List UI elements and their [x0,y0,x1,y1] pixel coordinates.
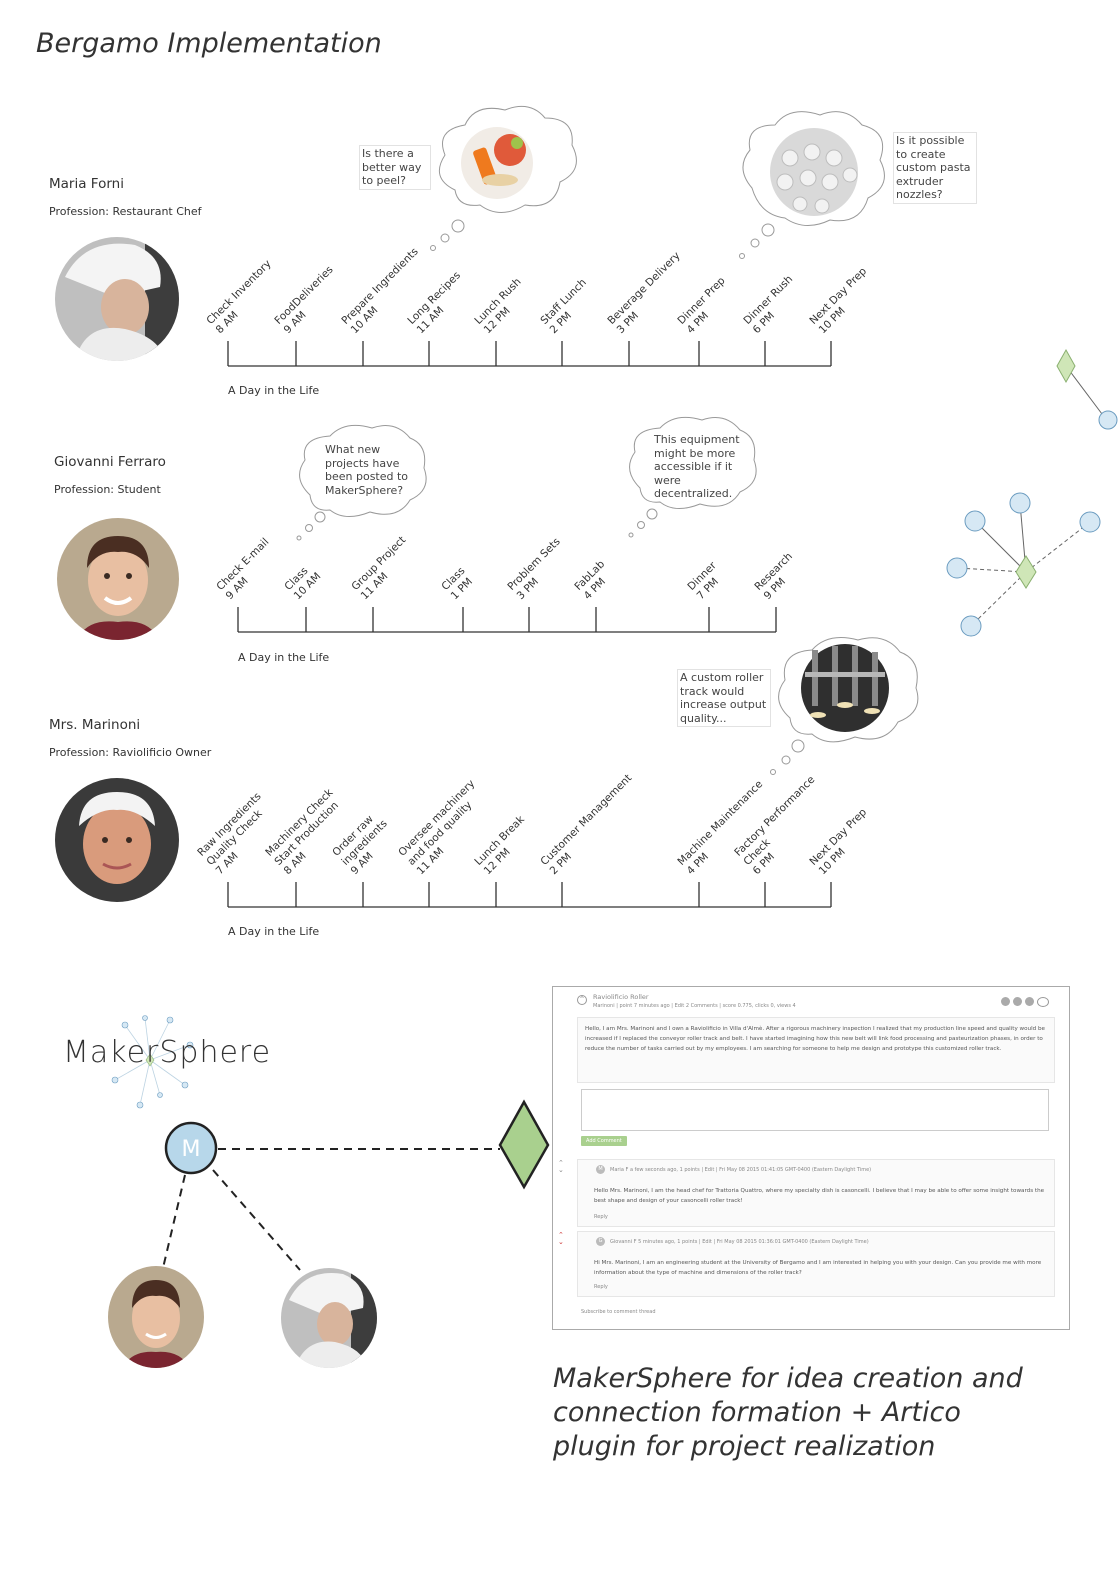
timeline-event-label: FabLab4 PM [572,558,616,602]
timeline-event-label: Raw IngredientsQuality Check7 AM [195,790,282,877]
timeline-event-label: Problem Sets3 PM [505,536,571,602]
thought-cloud-nozzles [739,111,885,259]
commenter-avatar: G [596,1237,605,1246]
add-comment-button[interactable]: Add Comment [581,1136,627,1146]
comment-textarea[interactable] [581,1089,1049,1131]
persona-name: Maria Forni [49,176,124,192]
timeline-event-label: Next Day Prep10 PM [807,806,878,877]
thought-peel: Is there a better way to peel? [359,145,431,190]
thought-roller: A custom roller track would increase out… [677,669,771,727]
forum-panel: ^ Raviolificio Roller Marinoni | point 7… [552,986,1070,1330]
persona-name: Giovanni Ferraro [54,454,166,470]
post-actions [1001,997,1049,1007]
comment: ⌃⌄ G Giovanni F 5 minutes ago, 1 points … [558,1231,1055,1297]
timeline-event-label: Long Recipes11 AM [405,269,472,336]
vote-arrows-icon[interactable]: ⌃⌄ [558,1159,564,1174]
persona-name: Mrs. Marinoni [49,717,141,733]
timeline-event-label: Check E-mail9 AM [214,536,280,602]
post: ^ Raviolificio Roller Marinoni | point 7… [577,993,1055,1083]
day-label: A Day in the Life [228,384,319,397]
thought-cloud-decentralized [628,416,757,538]
vote-arrows-icon[interactable]: ⌃⌄ [558,1231,564,1246]
commenter-avatar: M [596,1165,605,1174]
timeline-event-label: Research9 PM [752,550,804,602]
avatar-owner [55,778,179,902]
timeline-event-label: Order rawingredients9 AM [330,808,399,877]
share-icon[interactable] [1025,997,1034,1006]
comment: ⌃⌄ M Maria F a few seconds ago, 1 points… [558,1159,1055,1227]
avatar-student-small [108,1266,204,1368]
timeline-event-label: Lunch Break12 PM [472,813,536,877]
thought-cloud-roller [770,637,919,775]
timeline-event-label: Machinery CheckStart Production8 AM [263,786,354,877]
persona-profession: Profession: Restaurant Chef [49,205,202,218]
comment-icon[interactable] [1037,997,1049,1007]
timeline-event-label: Dinner Rush6 PM [741,273,804,336]
page-title: Bergamo Implementation [36,28,382,59]
reply-link[interactable]: Reply [594,1284,608,1290]
timeline-event-label: Group Project11 AM [349,534,417,602]
reply-link[interactable]: Reply [594,1214,608,1220]
timeline-event-label: Class1 PM [439,565,476,602]
timeline-event-label: Next Day Prep10 PM [807,265,878,336]
share-icon[interactable] [1013,997,1022,1006]
timeline-event-label: Customer Management2 PM [538,772,643,877]
post-meta: Marinoni | point 7 minutes ago | Edit 2 … [593,1003,796,1009]
thought-decentralized: This equipment might be more accessible … [654,433,740,500]
makersphere-logo: MakerSphere [63,1035,272,1070]
subscribe-link[interactable]: Subscribe to comment thread [581,1309,656,1315]
network-nodes [946,348,1118,637]
post-body: Hello, I am Mrs. Marinoni and I own a Ra… [585,1026,1045,1052]
timeline-event-label: Class10 AM [282,561,323,602]
connection-diagram [162,1099,550,1271]
network-graph-decor [956,365,1106,627]
post-title[interactable]: Raviolificio Roller [593,993,649,1001]
avatar-student [57,518,179,640]
comment-meta: Giovanni F 5 minutes ago, 1 points | Edi… [610,1239,869,1245]
comment-meta: Maria F a few seconds ago, 1 points | Ed… [610,1167,872,1173]
artico-plugin-node [498,1099,550,1190]
thought-cloud-makersphere [296,424,427,541]
avatar-chef [55,237,179,361]
persona-profession: Profession: Raviolificio Owner [49,746,212,759]
caption: MakerSphere for idea creation and connec… [553,1363,1023,1462]
makersphere-node [164,1121,218,1175]
timeline-event-label: Dinner7 PM [685,559,728,602]
timeline-event-label: FoodDeliveries9 AM [272,264,344,336]
timeline-event-label: Staff Lunch2 PM [538,277,598,337]
avatar-chef-small [281,1268,377,1368]
persona-profession: Profession: Student [54,483,161,496]
comment-body: Hi Mrs. Marinoni, I am an engineering st… [594,1260,1042,1276]
thought-makersphere: What new projects have been posted to Ma… [325,443,409,497]
comment-body: Hello Mrs. Marinoni, I am the head chef … [594,1188,1045,1204]
logo-network-nodes [111,1015,194,1109]
logo-network-decor [114,1017,191,1106]
timeline-event-label: Dinner Prep4 PM [675,275,737,337]
day-label: A Day in the Life [228,925,319,938]
timeline-event-label: Lunch Rush12 PM [472,276,532,336]
thought-nozzles: Is it possible to create custom pasta ex… [893,132,977,204]
share-icon[interactable] [1001,997,1010,1006]
collapse-icon[interactable]: ^ [577,995,587,1005]
thought-cloud-peeler [430,105,577,251]
day-label: A Day in the Life [238,651,329,664]
makersphere-node-letter: M [182,1137,201,1162]
timeline-event-label: Check Inventory8 AM [204,258,282,336]
